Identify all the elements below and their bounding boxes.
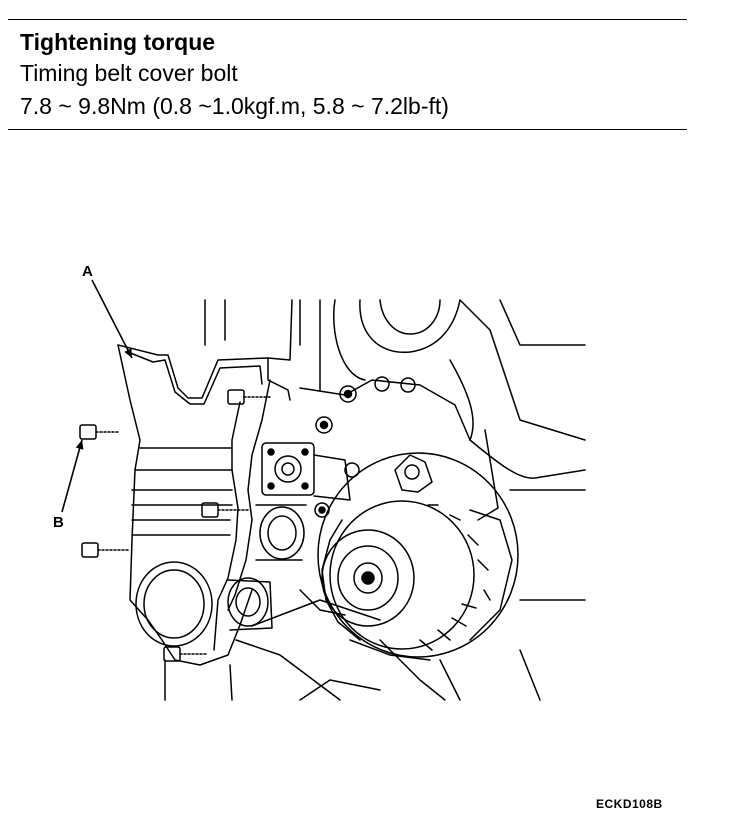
callout-a-label: A [82,263,93,280]
cover-bolt-lower [163,646,209,662]
cam-housing-block [261,376,416,518]
lower-engine-outline [164,649,541,701]
top-rule [8,19,687,20]
torque-spec-item: Timing belt cover bolt [20,60,238,86]
alternator [299,452,519,701]
cover-bolt-left [81,542,131,558]
callout-b-leader [61,439,84,513]
cover-bolt-b [79,424,119,440]
callout-a-leader [91,279,133,359]
tensioner-pulley [255,504,307,561]
callout-b-label: B [53,514,64,531]
cover-bolt-upper [227,389,273,405]
callout-leaders [61,279,133,513]
figure-code: ECKD108B [596,797,663,811]
engine-block-outline [204,299,586,601]
torque-spec-title: Tightening torque [20,29,216,55]
bottom-rule [8,129,687,130]
crankshaft-opening [135,561,213,647]
torque-spec-value: 7.8 ~ 9.8Nm (0.8 ~1.0kgf.m, 5.8 ~ 7.2lb-… [20,93,449,119]
idler-pulley [227,577,381,701]
cover-bolts [79,389,273,662]
cover-bolt-middle [201,502,251,518]
